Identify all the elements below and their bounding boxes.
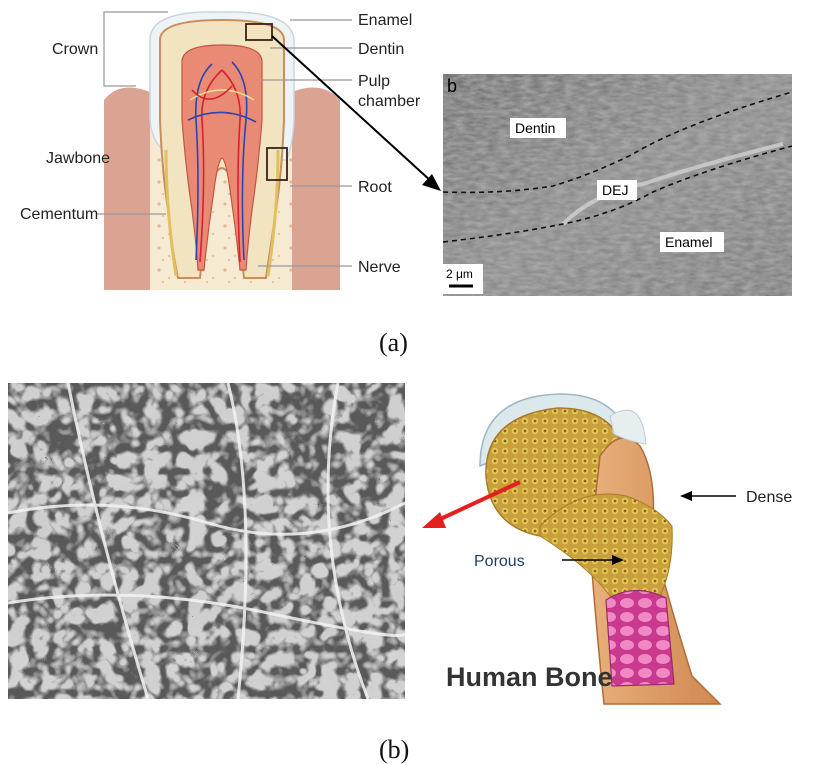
gum-left bbox=[104, 88, 150, 291]
trabecular-bone-photo bbox=[8, 383, 405, 699]
sem-micrograph: b Dentin DEJ Enamel 2 μm bbox=[443, 74, 792, 296]
sem-dej-label: DEJ bbox=[602, 182, 628, 198]
pulp-label-line2: chamber bbox=[358, 93, 421, 110]
dense-label: Dense bbox=[746, 489, 792, 506]
caption-a: (a) bbox=[379, 328, 408, 358]
sem-enamel-label: Enamel bbox=[665, 234, 712, 250]
human-bone-illustration: Dense Porous Human Bone bbox=[420, 386, 820, 706]
jawbone-label: Jawbone bbox=[46, 150, 110, 167]
crown-label: Crown bbox=[52, 41, 98, 58]
pulp-label-line1: Pulp bbox=[358, 73, 390, 90]
nerve-label: Nerve bbox=[358, 259, 401, 276]
dense-arrow-head bbox=[680, 491, 692, 501]
red-arrow-head bbox=[422, 512, 446, 528]
sem-panel-letter: b bbox=[447, 76, 457, 96]
sem-dentin-label: Dentin bbox=[515, 120, 555, 136]
gum-right bbox=[292, 88, 340, 291]
sem-scale-label: 2 μm bbox=[446, 267, 473, 281]
caption-b: (b) bbox=[379, 735, 409, 765]
root-label: Root bbox=[358, 179, 392, 196]
porous-label: Porous bbox=[474, 553, 525, 570]
enamel-label: Enamel bbox=[358, 12, 412, 29]
porous-bone-neck bbox=[540, 494, 672, 596]
bone-marrow bbox=[606, 590, 674, 686]
cementum-label: Cementum bbox=[20, 206, 98, 223]
dentin-label: Dentin bbox=[358, 41, 404, 58]
human-bone-title: Human Bone bbox=[446, 662, 613, 692]
